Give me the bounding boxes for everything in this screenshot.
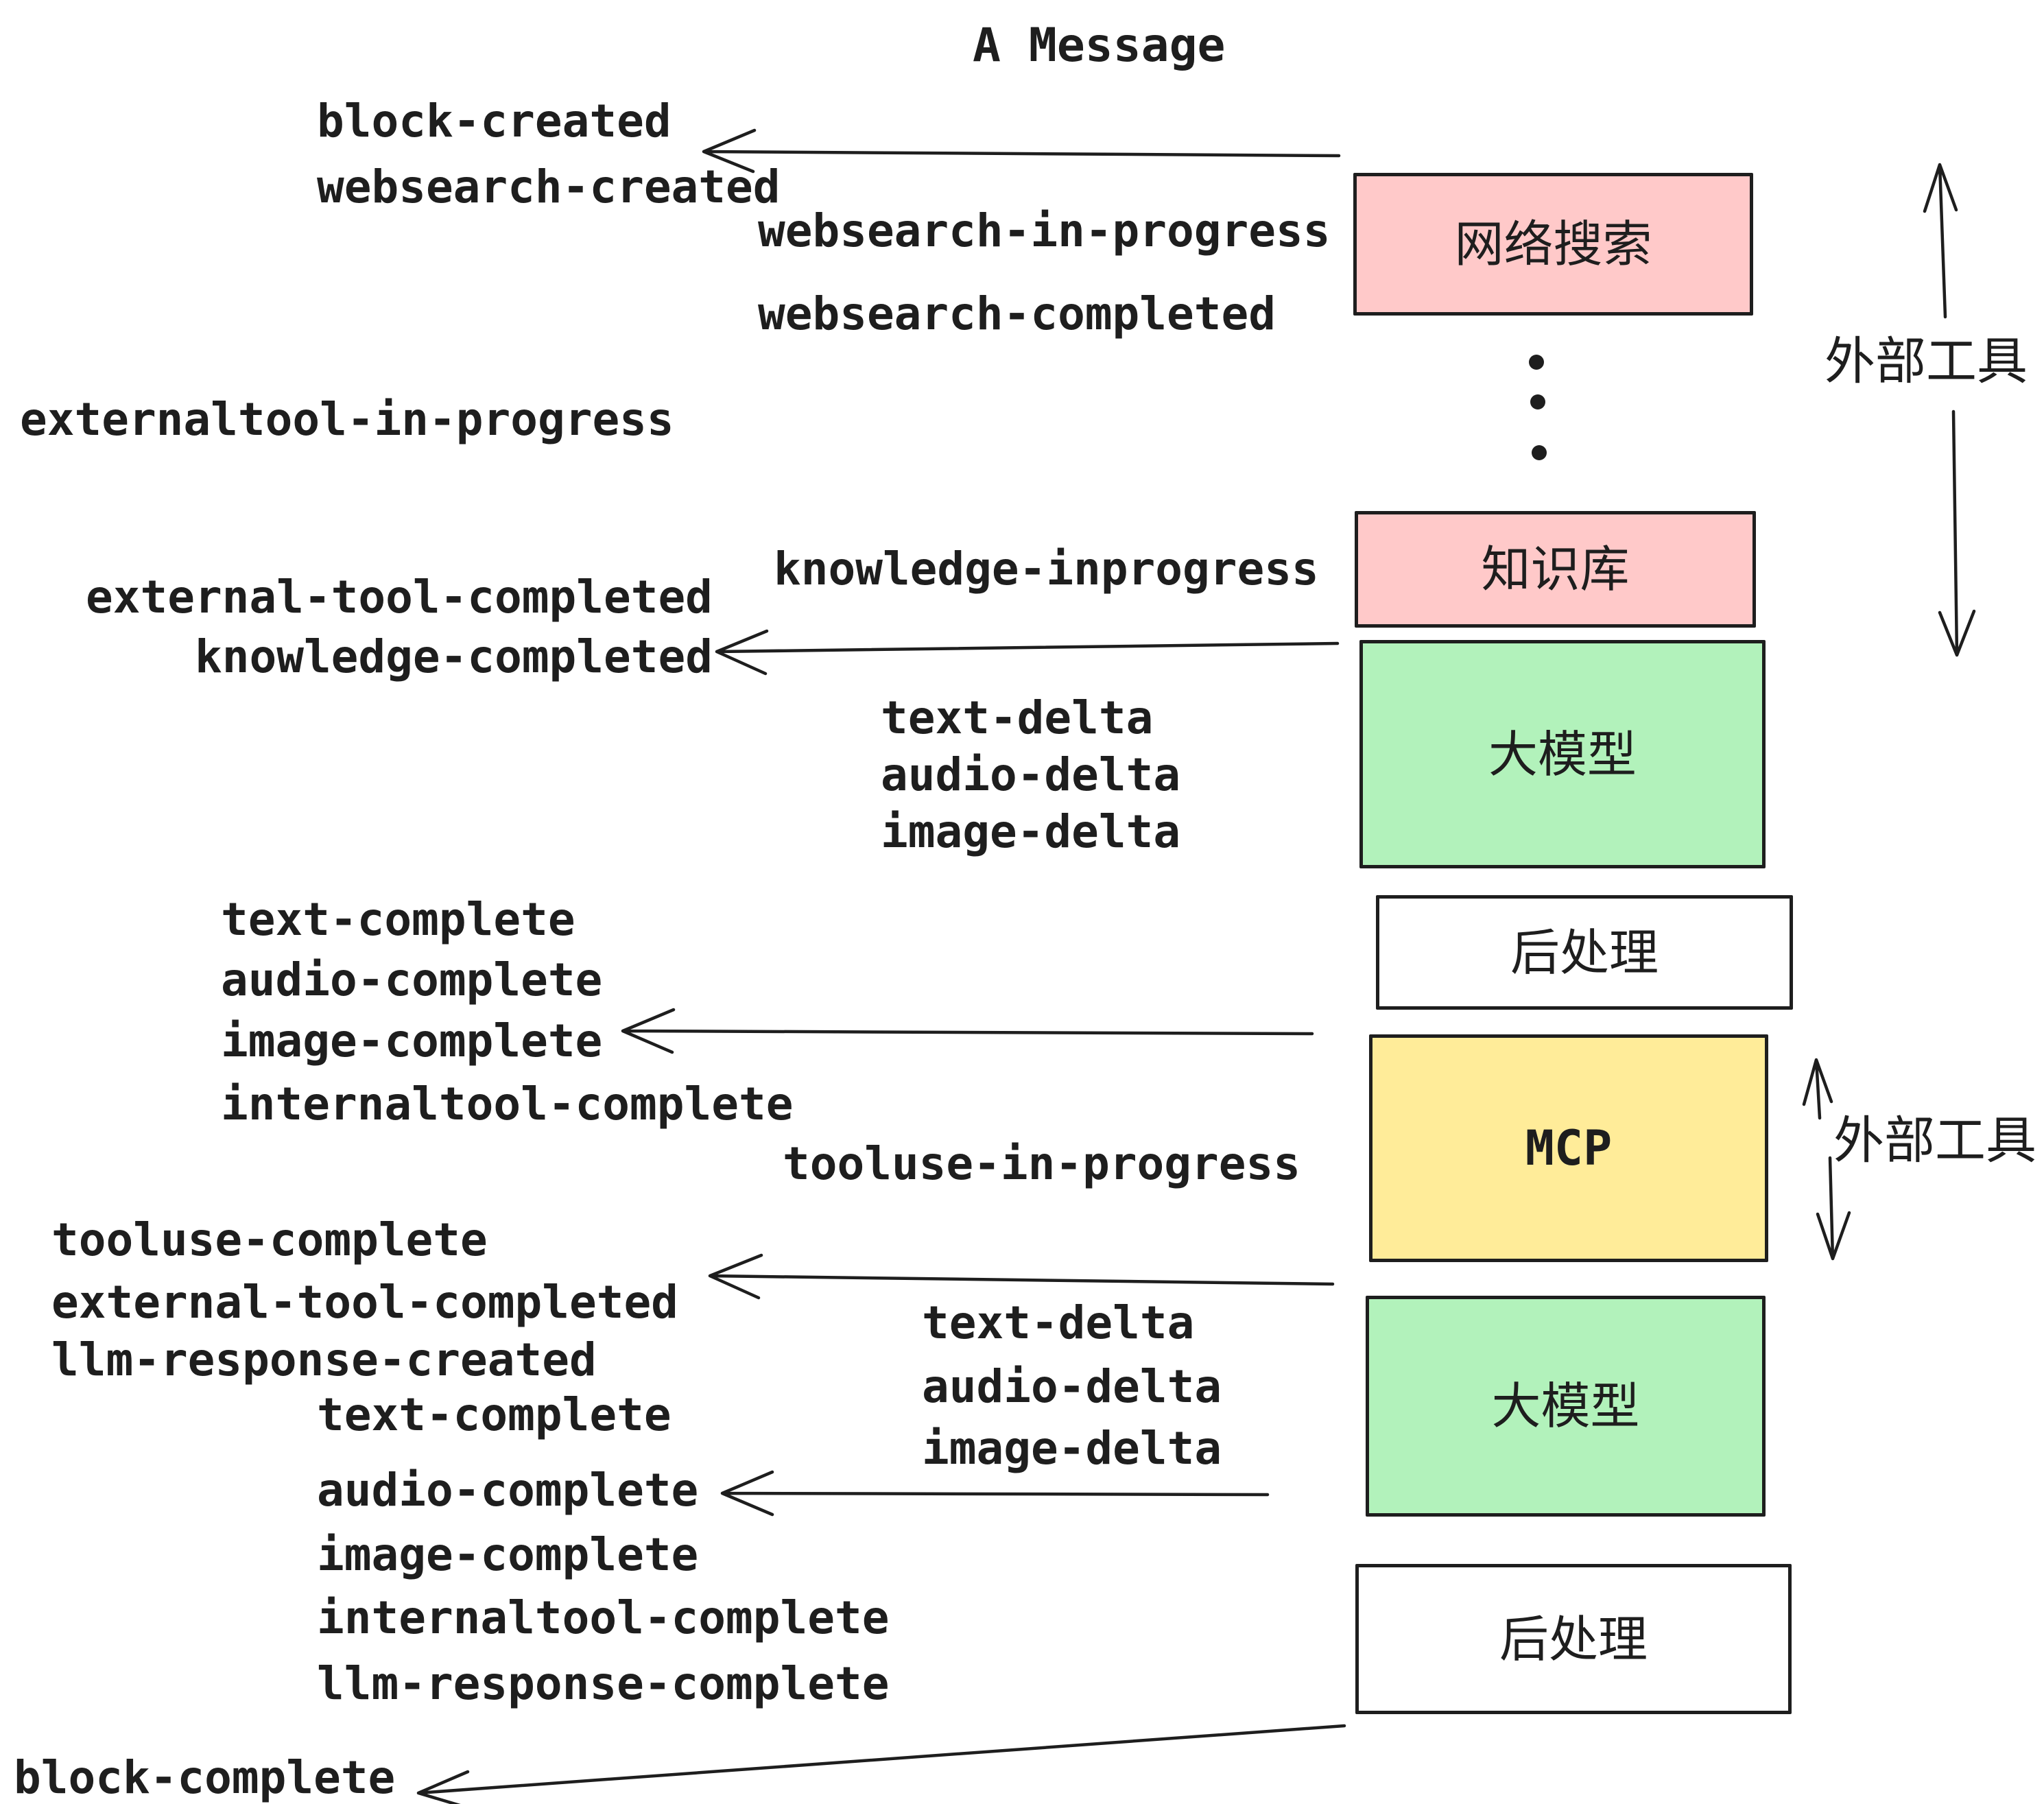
box-knowledge-label: 知识库 — [1481, 541, 1630, 598]
event-label-image-delta-2: image-delta — [922, 1422, 1222, 1475]
event-label-externaltool-in-progress: externaltool-in-progress — [20, 393, 674, 446]
event-label-external-tool-completed: external-tool-completed — [86, 571, 713, 624]
event-label-knowledge-completed: knowledge-completed — [195, 630, 713, 683]
event-label-text-delta-1: text-delta — [881, 691, 1154, 744]
event-label-block-complete: block-complete — [14, 1751, 396, 1804]
event-label-block-created: block-created — [317, 95, 672, 147]
double-arrow-external-tools-bottom — [1802, 1058, 1851, 1261]
event-label-websearch-created: websearch-created — [317, 161, 781, 213]
event-label-websearch-in-progress: websearch-in-progress — [758, 204, 1331, 257]
side-label-external-tools-bottom: 外部工具 — [1833, 1111, 2036, 1170]
box-llm-2: 大模型 — [1366, 1296, 1766, 1517]
event-label-tooluse-in-progress: tooluse-in-progress — [783, 1137, 1300, 1190]
arrow-to-block-complete — [416, 1724, 1346, 1804]
double-arrow-external-tools-top — [1923, 163, 1976, 657]
event-label-text-complete-1: text-complete — [221, 893, 575, 946]
box-llm-1: 大模型 — [1359, 640, 1766, 868]
box-mcp-label: MCP — [1525, 1120, 1613, 1176]
box-postprocess-2-label: 后处理 — [1499, 1610, 1648, 1668]
event-label-audio-delta-1: audio-delta — [881, 748, 1181, 801]
box-postprocess-1-label: 后处理 — [1510, 923, 1659, 982]
side-label-external-tools-top: 外部工具 — [1825, 332, 2028, 391]
event-label-text-complete-2: text-complete — [317, 1388, 672, 1441]
event-label-knowledge-inprogress: knowledge-inprogress — [774, 543, 1319, 595]
box-knowledge: 知识库 — [1355, 511, 1756, 628]
event-label-image-delta-1: image-delta — [881, 805, 1181, 858]
arrow-to-audio-complete — [720, 1470, 1270, 1517]
arrow-to-image-complete — [621, 1008, 1314, 1054]
event-label-internaltool-complete-1: internaltool-complete — [221, 1078, 794, 1130]
event-label-internaltool-complete-2: internaltool-complete — [317, 1591, 890, 1644]
event-label-tooluse-complete: tooluse-complete — [51, 1213, 488, 1266]
event-label-image-complete-2: image-complete — [317, 1528, 699, 1581]
box-llm-2-label: 大模型 — [1491, 1377, 1640, 1435]
page-title: A Message — [973, 19, 1226, 73]
event-label-text-delta-2: text-delta — [922, 1296, 1195, 1349]
event-label-audio-delta-2: audio-delta — [922, 1360, 1222, 1413]
event-label-external-tool-completed-2: external-tool-completed — [51, 1276, 678, 1329]
event-label-llm-response-created: llm-response-created — [51, 1333, 597, 1386]
event-label-audio-complete-1: audio-complete — [221, 953, 603, 1006]
event-label-audio-complete-2: audio-complete — [317, 1464, 699, 1517]
box-llm-1-label: 大模型 — [1488, 725, 1637, 783]
event-label-llm-response-complete: llm-response-complete — [317, 1657, 890, 1710]
arrow-to-tooluse-complete — [708, 1253, 1335, 1300]
box-postprocess-2: 后处理 — [1355, 1564, 1792, 1714]
event-label-image-complete-1: image-complete — [221, 1014, 603, 1067]
box-postprocess-1: 后处理 — [1376, 895, 1793, 1010]
ellipsis-dots — [1529, 355, 1547, 460]
event-label-websearch-completed: websearch-completed — [758, 287, 1276, 340]
box-mcp: MCP — [1369, 1034, 1768, 1262]
arrow-to-block-created — [702, 128, 1341, 174]
box-websearch: 网络搜索 — [1353, 173, 1753, 316]
box-websearch-label: 网络搜索 — [1454, 215, 1652, 273]
arrow-to-knowledge-completed — [715, 629, 1340, 676]
